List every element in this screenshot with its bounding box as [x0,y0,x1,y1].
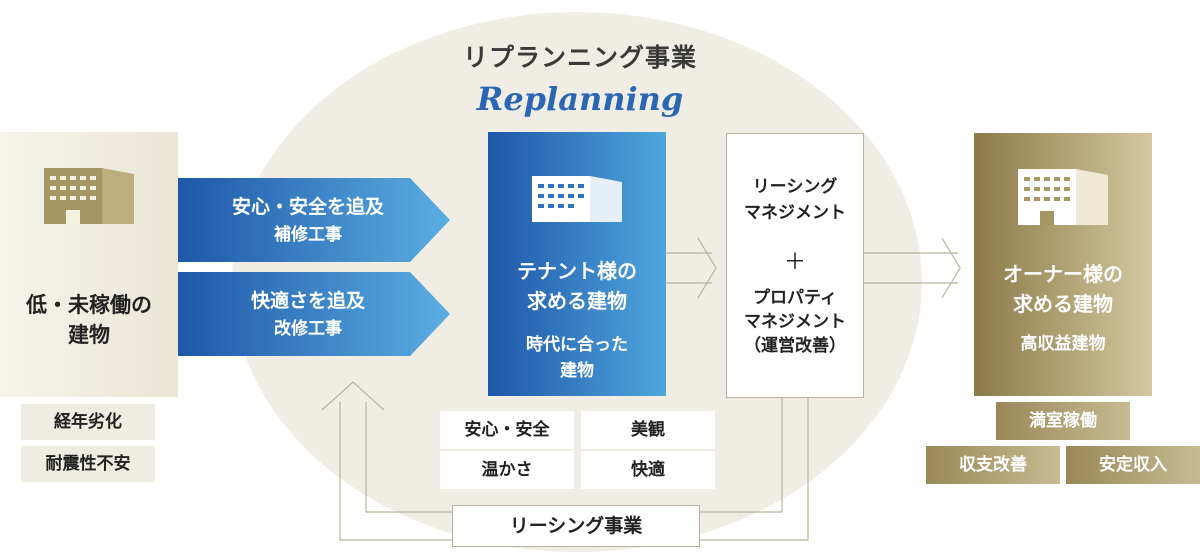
arrow-renovation-text: 快適さを追及 改修工事 [178,287,438,343]
building-icon-center [532,176,622,222]
leasing-mgmt-line2: マネジメント [744,203,846,223]
owner-subtitle: 高収益建物 [1020,334,1106,354]
management-box: リーシング マネジメント ＋ プロパティ マネジメント （運営改善） [726,133,864,398]
owner-title-line1: オーナー様の [1003,262,1123,286]
center-sub-line2: 建物 [560,361,594,381]
building-icon-right [1018,169,1108,225]
arrow-renovation-line2: 改修工事 [274,319,342,339]
quality-appearance: 美観 [581,411,715,449]
left-title-line1: 低・未稼働の [26,293,152,317]
tag-full-occupancy: 満室稼働 [996,402,1130,440]
tag-aging: 経年劣化 [21,404,155,440]
property-mgmt-line3: （運営改善） [744,336,846,356]
arrow-renovation-line1: 快適さを追及 [250,290,365,312]
center-title-line1: テナント様の [517,259,637,283]
leasing-business-box: リーシング事業 [452,505,700,547]
quality-comfort: 快適 [581,451,715,489]
arrow-renovation [178,272,450,356]
property-mgmt-line1: プロパティ [753,288,837,308]
arrow-management-to-owner [862,237,961,299]
quality-safety: 安心・安全 [440,411,574,449]
leasing-management: リーシング マネジメント [727,174,863,226]
owner-building-box: オーナー様の 求める建物 高収益建物 [974,133,1152,396]
property-management: プロパティ マネジメント （運営改善） [727,286,863,358]
title-japanese: リプランニング事業 [462,43,697,72]
arrow-center-to-management [666,237,717,299]
tag-income-improvement: 収支改善 [926,446,1060,484]
leasing-mgmt-line1: リーシング [752,177,838,197]
tenant-building-box: テナント様の 求める建物 時代に合った 建物 [488,132,666,396]
quality-warmth: 温かさ [440,451,574,489]
center-title: テナント様の 求める建物 [488,256,666,316]
plus-sign: ＋ [783,250,806,275]
left-box-title: 低・未稼働の 建物 [0,290,178,350]
title-english: Replanning [476,80,684,118]
owner-title: オーナー様の 求める建物 [974,259,1152,319]
center-sub-line1: 時代に合った [526,335,628,355]
arrow-repair [178,178,450,262]
tag-seismic: 耐震性不安 [21,446,155,482]
tag-stable-income: 安定収入 [1066,446,1200,484]
left-title-line2: 建物 [68,323,110,347]
arrow-repair-text: 安心・安全を追及 補修工事 [178,193,438,249]
center-subtitle: 時代に合った 建物 [488,332,666,384]
arrow-repair-line2: 補修工事 [274,225,342,245]
arrow-repair-line1: 安心・安全を追及 [231,196,384,218]
property-mgmt-line2: マネジメント [744,312,846,332]
center-title-line2: 求める建物 [527,289,627,313]
owner-title-line2: 求める建物 [1013,292,1113,316]
